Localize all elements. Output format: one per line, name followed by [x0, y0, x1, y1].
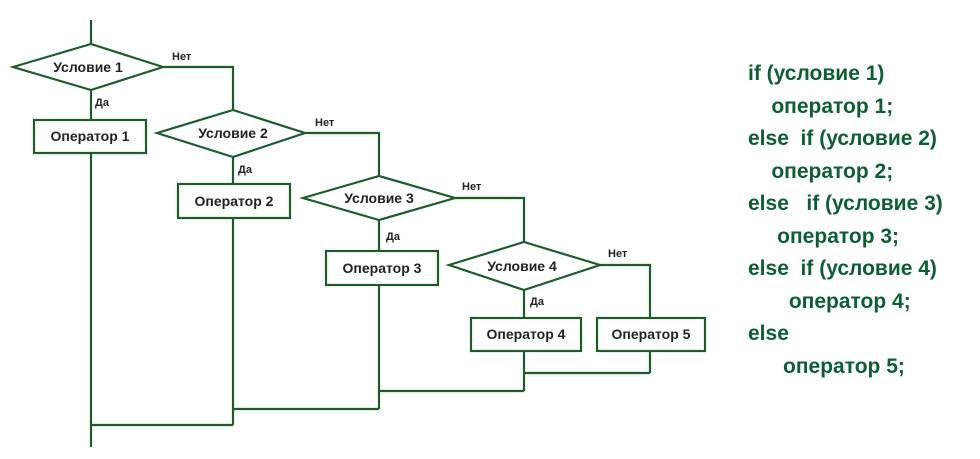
code-line-2: оператор 1; [748, 94, 894, 118]
operator-box-1 [32, 118, 148, 155]
operator-text-2: Оператор 2 [195, 193, 274, 209]
code-line-8: оператор 4; [748, 289, 911, 313]
yes-label-4: Да [530, 296, 545, 308]
no-line-2 [305, 131, 381, 177]
no-line-4 [600, 263, 652, 318]
condition-diamond-1 [9, 42, 167, 92]
code-line-1: if (условие 1) [748, 62, 885, 85]
code-line-10: оператор 5; [748, 354, 905, 378]
condition-diamond-2 [153, 108, 309, 159]
no-line-3 [455, 196, 526, 242]
yes-label-2: Да [238, 164, 253, 176]
code-line-3: else if (условие 2) [748, 127, 937, 150]
condition-text-4: Условие 4 [487, 258, 557, 274]
condition-text-2: Условие 2 [198, 125, 268, 141]
code-line-7: else if (условие 4) [748, 257, 937, 280]
condition-diamond-4 [445, 240, 604, 292]
yes-label-1: Да [95, 97, 110, 109]
operator-box-5 [595, 316, 707, 353]
code-line-9: else [748, 322, 789, 345]
operator-text-4: Оператор 4 [487, 326, 566, 342]
yes-label-3: Да [386, 231, 401, 243]
no-label-3: Нет [462, 181, 482, 193]
operator-box-3 [324, 249, 440, 287]
condition-text-1: Условие 1 [53, 59, 123, 75]
code-line-4: оператор 2; [748, 159, 894, 183]
operator-box-4 [469, 316, 583, 353]
no-line-1 [163, 65, 235, 110]
flowchart: Условие 1 Условие 2 Условие 3 Условие 4 … [9, 20, 707, 447]
code-listing: if (условие 1) оператор 1; else if (усло… [748, 58, 943, 383]
connector-lines [89, 20, 652, 447]
code-line-5: else if (условие 3) [748, 192, 943, 215]
no-label-2: Нет [315, 117, 335, 129]
no-label-4: Нет [608, 248, 628, 260]
operator-text-5: Оператор 5 [612, 326, 691, 342]
condition-text-3: Условие 3 [344, 190, 414, 206]
operator-text-1: Оператор 1 [51, 128, 130, 144]
condition-diamond-3 [299, 174, 459, 222]
operator-text-3: Оператор 3 [343, 260, 422, 276]
operator-box-2 [176, 182, 292, 220]
code-line-6: оператор 3; [748, 224, 900, 248]
no-label-1: Нет [172, 51, 192, 63]
